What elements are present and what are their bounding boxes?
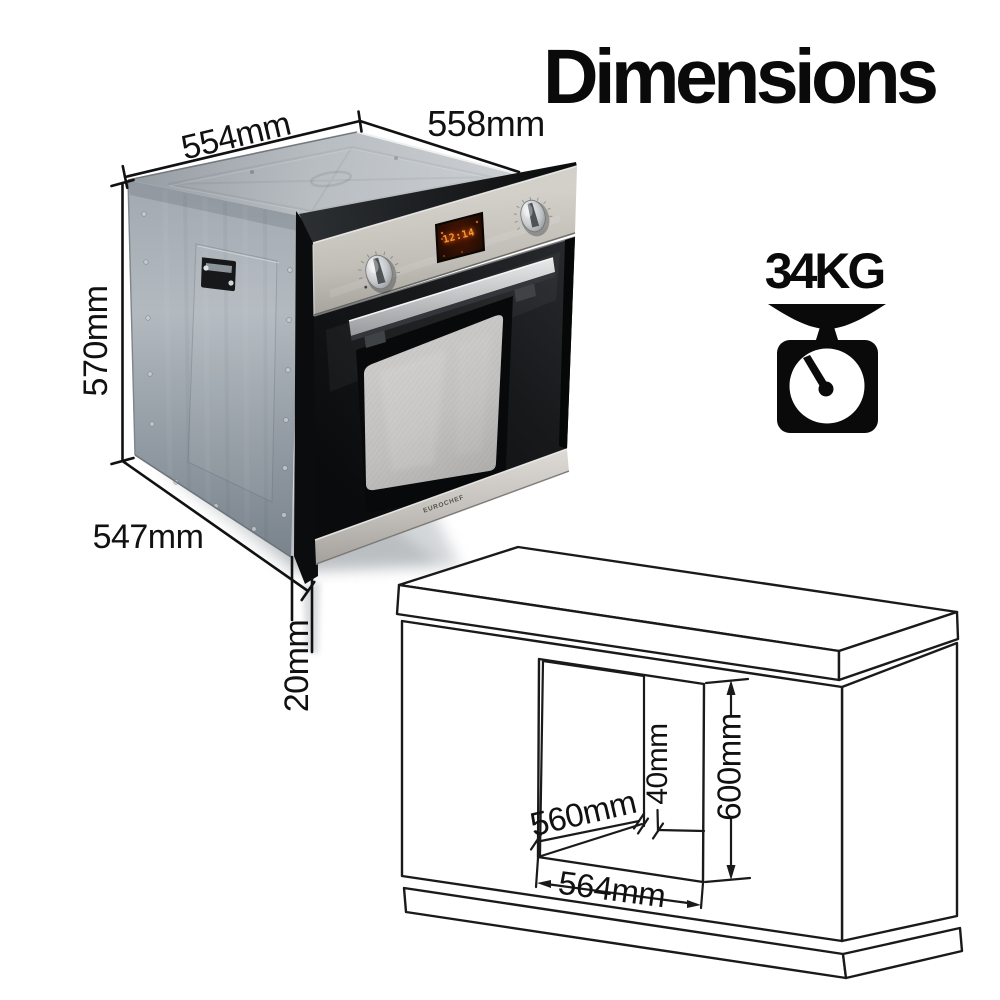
cabinet-diagram	[395, 545, 964, 980]
dim-label-600: 600mm	[710, 713, 748, 821]
cabinet-plinth-side	[841, 926, 964, 980]
side-handle-recess	[201, 257, 236, 292]
dim-line-547	[121, 459, 310, 593]
dim-label-570: 570mm	[77, 285, 115, 397]
oven-display	[434, 211, 486, 264]
door-side-edge	[294, 211, 318, 584]
function-knob	[513, 196, 553, 237]
dim-ext-564-right	[699, 881, 705, 910]
dim-line-554	[123, 119, 362, 179]
oven-door	[313, 236, 576, 540]
oven-top-face	[127, 131, 518, 216]
temperature-knob	[358, 251, 400, 294]
kitchen-scale-icon	[768, 304, 886, 433]
scale-needle-hub	[818, 381, 834, 397]
dim-line-558	[358, 119, 521, 174]
cutout-dimension-lines	[529, 677, 752, 910]
scale-stem	[815, 327, 839, 343]
dim-line-564	[548, 883, 690, 905]
cabinet-side	[840, 641, 959, 943]
dim-ext-600-top	[704, 677, 750, 685]
door-handle	[348, 257, 556, 348]
control-panel	[312, 165, 578, 317]
door-window	[356, 296, 513, 513]
dim-ext-564-left	[534, 856, 540, 889]
dim-label-40: 40mm	[641, 723, 674, 805]
oven-dimension-lines	[110, 110, 521, 654]
dim-ext-600-bottom	[703, 876, 752, 884]
dim-label-558: 558mm	[427, 103, 545, 144]
oven-illustration	[127, 131, 578, 655]
dim-label-20: 20mm	[278, 619, 316, 713]
dim-line-560	[534, 819, 641, 844]
weight-value: 34KG	[764, 243, 887, 299]
scale-bowl	[768, 304, 886, 329]
rivets	[141, 211, 293, 532]
top-front-gap	[299, 162, 577, 243]
cutout-interior	[536, 659, 706, 859]
door-bottom-trim	[314, 448, 570, 565]
page-title: Dimensions	[543, 34, 939, 120]
dim-label-547: 547mm	[92, 518, 204, 556]
cutout-dimension-arrows	[537, 680, 736, 908]
countertop-side-edge	[837, 610, 960, 682]
scale-needle	[803, 355, 829, 390]
oven-left-side	[127, 179, 300, 558]
